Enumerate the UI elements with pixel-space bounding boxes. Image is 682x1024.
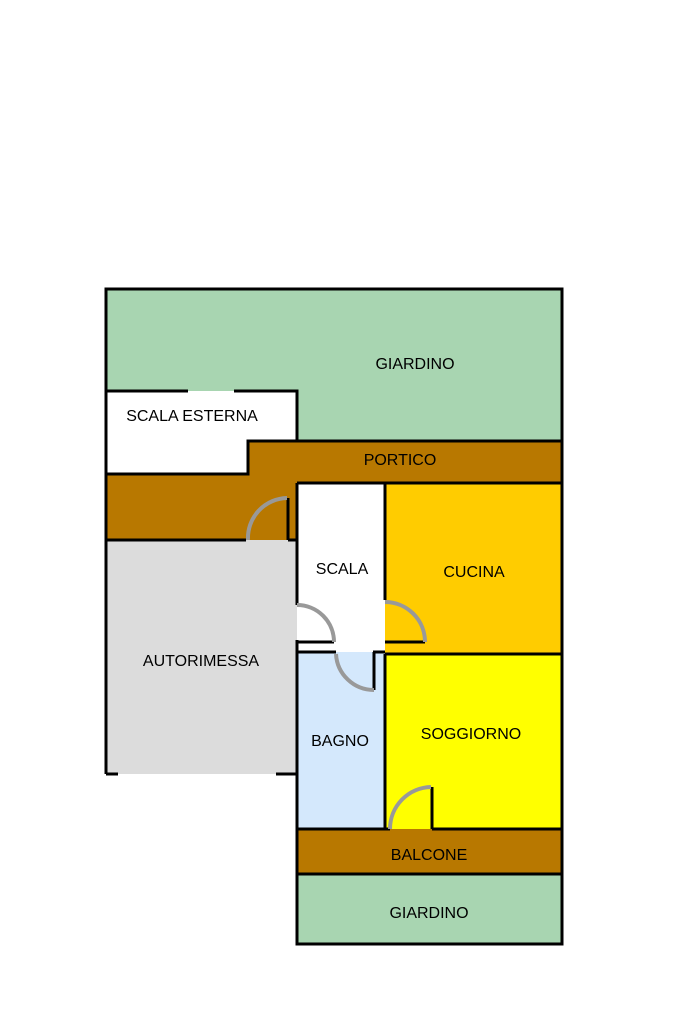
room-labels: GIARDINO SCALA ESTERNA PORTICO AUTORIMES… [126, 356, 521, 922]
door-arc-portico [245, 496, 288, 541]
door-arc-bagno [334, 653, 375, 693]
door-arc-soggiorno [388, 785, 432, 830]
label-autorimessa: AUTORIMESSA [143, 653, 260, 670]
room-scala-esterna [106, 391, 297, 474]
label-soggiorno: SOGGIORNO [421, 726, 521, 743]
label-balcone: BALCONE [391, 847, 467, 864]
room-soggiorno [385, 654, 562, 829]
label-cucina: CUCINA [443, 564, 505, 581]
room-autorimessa [106, 540, 297, 774]
room-bagno [297, 652, 385, 829]
label-scala-esterna: SCALA ESTERNA [126, 408, 258, 425]
label-portico: PORTICO [364, 452, 437, 469]
label-giardino-bottom: GIARDINO [389, 905, 468, 922]
room-giardino-bottom [297, 874, 562, 944]
room-balcone [297, 829, 562, 874]
door-arc-scala [296, 603, 336, 643]
room-cucina [385, 483, 562, 654]
rooms [106, 289, 562, 944]
label-scala: SCALA [316, 561, 369, 578]
label-giardino-top: GIARDINO [375, 356, 454, 373]
door-arc-cucina [384, 600, 427, 643]
label-bagno: BAGNO [311, 733, 369, 750]
walls [104, 287, 564, 946]
room-portico [106, 441, 562, 540]
room-scala [297, 483, 385, 652]
doors [245, 496, 432, 830]
